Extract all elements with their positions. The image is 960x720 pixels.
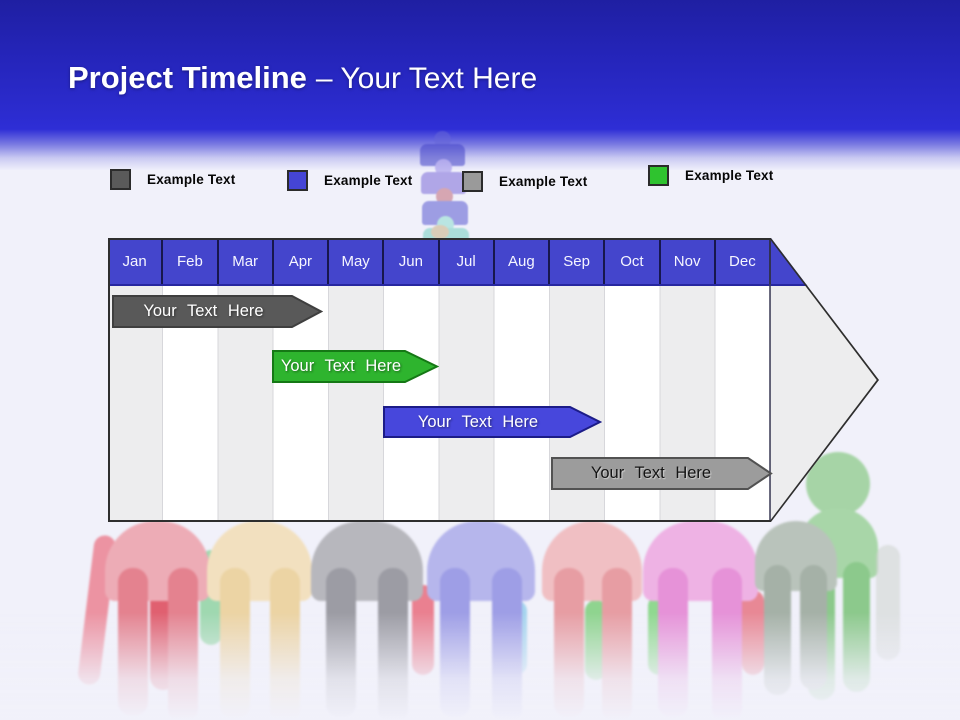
legend-item-3: Example Text (462, 171, 587, 192)
month-cell-jan: Jan (108, 238, 164, 284)
legend-label: Example Text (147, 172, 236, 187)
person-icon (436, 188, 453, 205)
bottom-fade-overlay (0, 612, 960, 720)
legend-item-4: Example Text (648, 165, 773, 186)
month-cell-oct: Oct (605, 238, 661, 284)
person-icon (435, 159, 452, 176)
title-main: Project Timeline (68, 60, 307, 95)
page-title: Project Timeline– Your Text Here (68, 60, 537, 96)
month-cell-may: May (329, 238, 385, 284)
person-icon (420, 144, 465, 166)
timeline-bar-3: Your Text Here (383, 406, 602, 438)
month-cell-aug: Aug (495, 238, 550, 284)
legend-label: Example Text (324, 173, 413, 188)
legend-item-1: Example Text (110, 169, 235, 190)
timeline-bar-1: Your Text Here (112, 295, 323, 328)
month-cell-feb: Feb (163, 238, 219, 284)
month-cell-jul: Jul (440, 238, 495, 284)
person-icon (421, 172, 466, 194)
month-header-row: Jan Feb Mar Apr May Jun Jul Aug Sep Oct … (108, 238, 879, 286)
legend-swatch-green (648, 165, 669, 186)
timeline-bar-2: Your Text Here (272, 350, 439, 383)
legend-swatch-gray (462, 171, 483, 192)
timeline-bar-4: Your Text Here (551, 457, 773, 490)
bar-label: Your Text Here (417, 412, 539, 431)
legend-label: Example Text (685, 168, 774, 183)
month-cell-mar: Mar (219, 238, 274, 284)
month-cell-sep: Sep (550, 238, 606, 284)
bar-label: Your Text Here (590, 464, 712, 482)
title-suffix: – Your Text Here (315, 62, 538, 95)
bar-label: Your Text Here (143, 302, 264, 320)
month-cell-apr: Apr (274, 238, 329, 284)
month-cell-nov: Nov (661, 238, 716, 284)
month-cell-jun: Jun (384, 238, 440, 284)
person-icon (431, 225, 449, 239)
legend-label: Example Text (499, 174, 588, 189)
title-banner (0, 0, 960, 170)
legend-swatch-blue (287, 170, 308, 191)
legend-item-2: Example Text (287, 170, 412, 191)
month-cell-dec: Dec (716, 238, 771, 284)
legend-swatch-dark-gray (110, 169, 131, 190)
bar-label: Your Text Here (280, 357, 402, 375)
person-icon (434, 131, 451, 148)
